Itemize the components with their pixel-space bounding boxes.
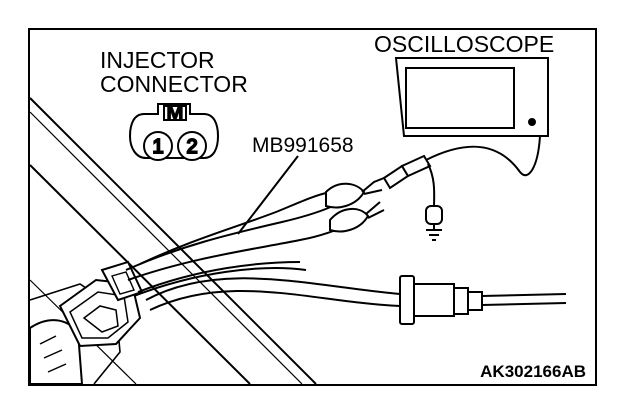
connector-pin-2 xyxy=(177,131,207,161)
connector-pin-2-label: 2 xyxy=(186,136,197,158)
oscilloscope-icon xyxy=(394,57,549,137)
alligator-clip-lower xyxy=(329,201,385,233)
injector-label-line1: INJECTOR xyxy=(100,47,215,73)
ground-icon xyxy=(426,229,442,241)
tool-code-label: MB991658 xyxy=(252,134,354,157)
connector-key-mark: M xyxy=(167,102,184,124)
injector-label-line2: CONNECTOR xyxy=(100,71,248,97)
injector-body xyxy=(29,260,144,385)
figure-id-label: AK302166AB xyxy=(480,362,586,381)
injector-plug xyxy=(399,275,567,325)
tool-leader-line xyxy=(237,155,299,235)
alligator-clip-upper xyxy=(325,177,385,209)
connector-pin-1 xyxy=(143,131,173,161)
connector-pin-1-label: 1 xyxy=(152,136,163,158)
injector-cable xyxy=(145,277,401,311)
oscilloscope-probe xyxy=(382,135,541,230)
injector-connector-symbol: M 1 2 xyxy=(128,101,220,161)
oscilloscope-label: OSCILLOSCOPE xyxy=(374,31,554,57)
